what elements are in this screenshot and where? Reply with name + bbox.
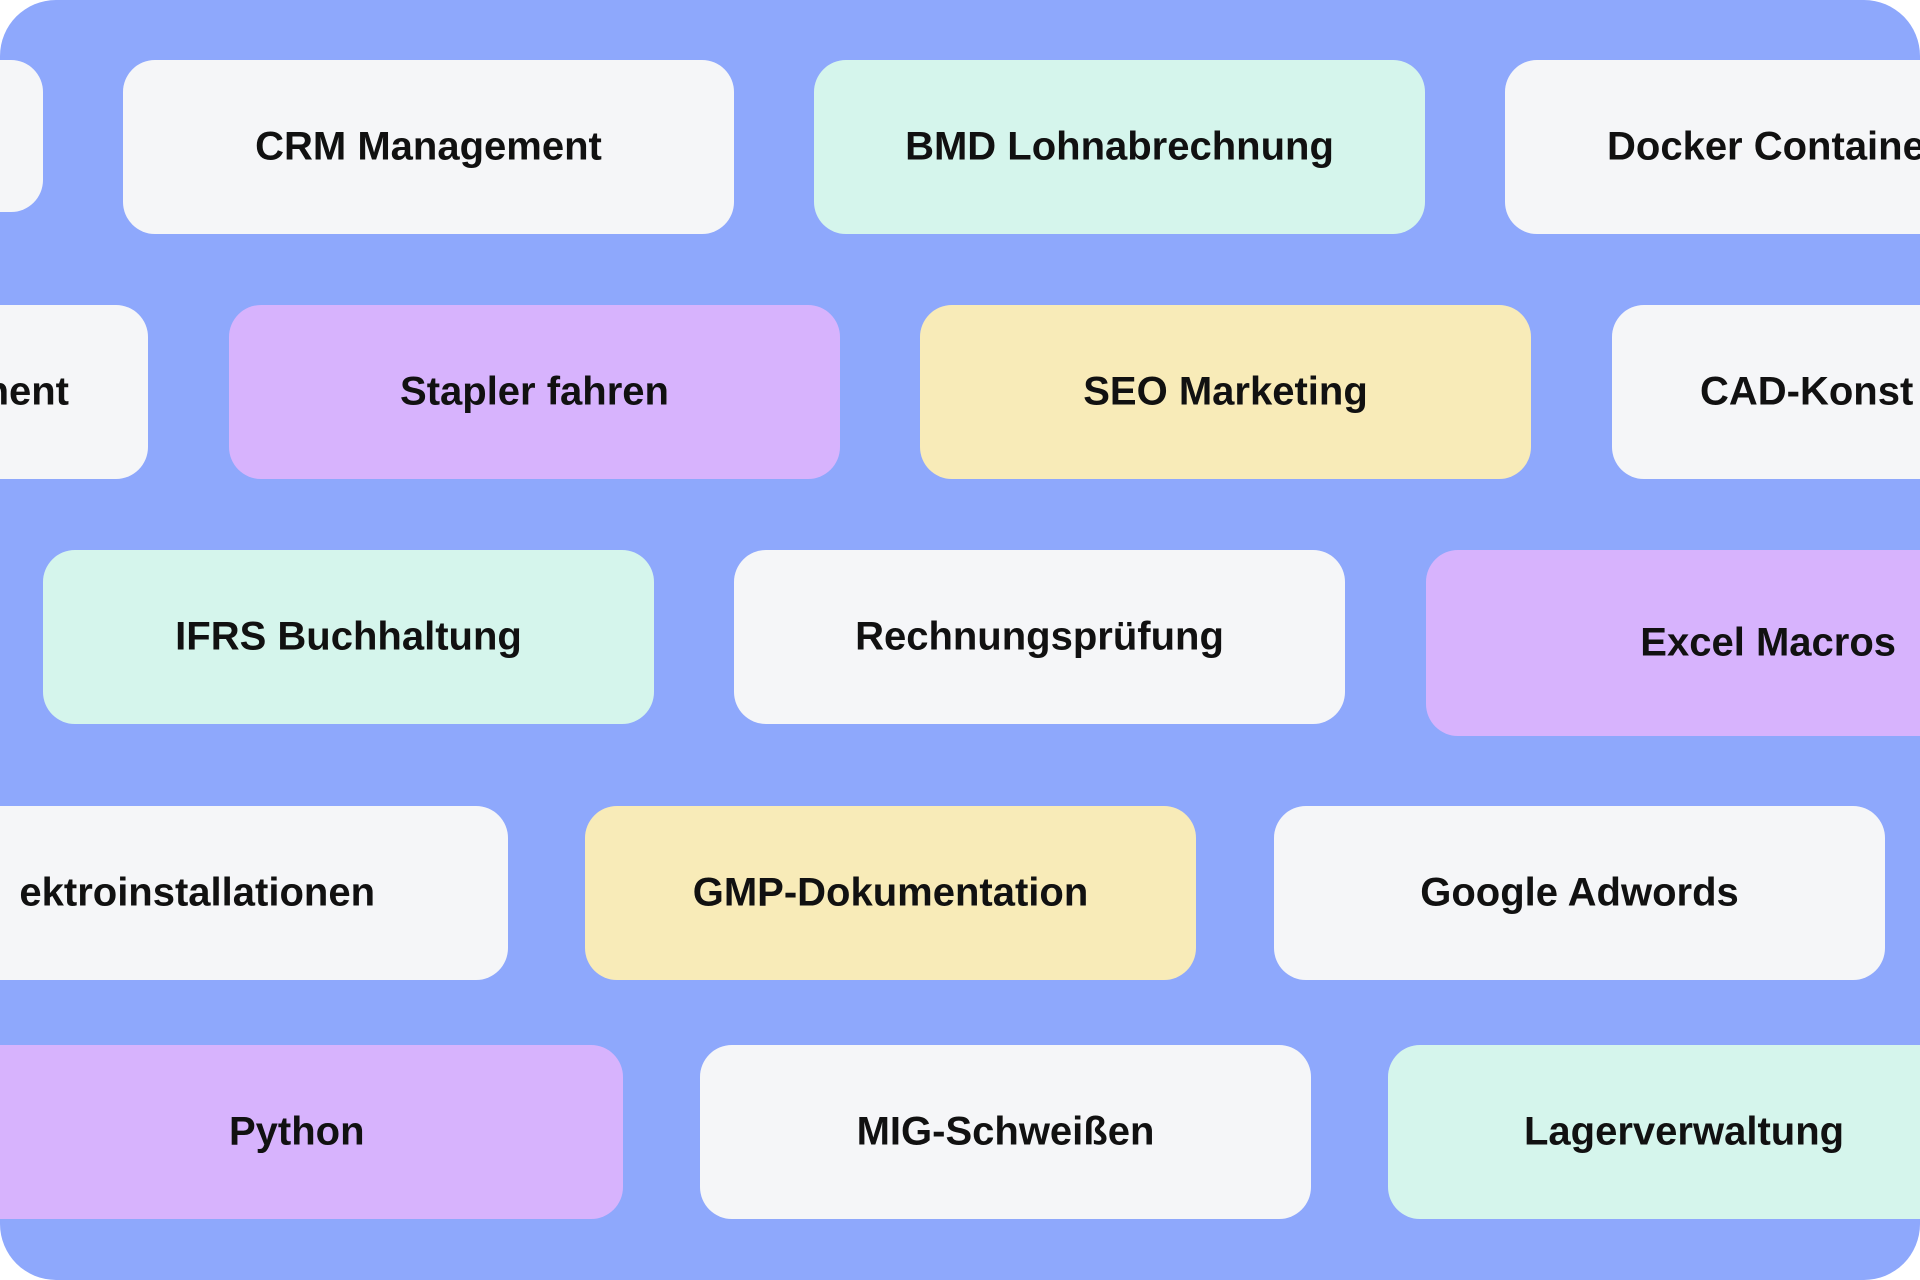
skill-tag-cad-konstruktion[interactable]: CAD-Konst <box>1612 305 1920 479</box>
skill-tag-mig-schweissen[interactable]: MIG-Schweißen <box>700 1045 1311 1219</box>
skill-tag-gmp-dokumentation[interactable]: GMP-Dokumentation <box>585 806 1196 980</box>
skill-tag-label: BMD Lohnabrechnung <box>905 124 1334 169</box>
skill-tag-label: Lagerverwaltung <box>1524 1109 1845 1154</box>
skill-tag-elektroinstallationen[interactable]: ektroinstallationen <box>0 806 508 980</box>
skill-tag-label: Rechnungsprüfung <box>855 614 1224 659</box>
skill-tag-excel-macros[interactable]: Excel Macros <box>1426 550 1920 736</box>
skill-tag-bmd-lohnabrechnung[interactable]: BMD Lohnabrechnung <box>814 60 1425 234</box>
skill-tag-label: SEO Marketing <box>1083 369 1368 414</box>
skill-tag-label: Stapler fahren <box>400 369 669 414</box>
skill-tag-python[interactable]: Python <box>0 1045 623 1219</box>
skill-tag-label: GMP-Dokumentation <box>692 870 1089 915</box>
skill-tag-label: CRM Management <box>255 124 602 169</box>
skill-tag-label: Docker Containe <box>1607 124 1920 169</box>
skill-tag-lagerverwaltung[interactable]: Lagerverwaltung <box>1388 1045 1920 1219</box>
skill-tag-partial[interactable] <box>0 60 43 212</box>
skill-tag-docker-container[interactable]: Docker Containe <box>1505 60 1920 234</box>
skill-tag-label: IFRS Buchhaltung <box>175 614 522 659</box>
skill-tag-label: Python <box>229 1109 365 1154</box>
skill-tag-stapler-fahren[interactable]: Stapler fahren <box>229 305 840 479</box>
skill-tag-label: Google Adwords <box>1420 870 1739 915</box>
skill-tag-label: ektroinstallationen <box>19 870 375 915</box>
skill-tag-crm-management[interactable]: CRM Management <box>123 60 734 234</box>
skill-tag-label: CAD-Konst <box>1700 369 1914 414</box>
skill-tag-rechnungspruefung[interactable]: Rechnungsprüfung <box>734 550 1345 724</box>
skill-tag-management-partial[interactable]: nent <box>0 305 148 479</box>
skill-tag-label: Excel Macros <box>1640 620 1896 665</box>
skill-tag-ifrs-buchhaltung[interactable]: IFRS Buchhaltung <box>43 550 654 724</box>
skill-tag-label: nent <box>0 369 69 414</box>
skill-tag-label: MIG-Schweißen <box>856 1109 1155 1154</box>
skill-tag-google-adwords[interactable]: Google Adwords <box>1274 806 1885 980</box>
skill-tag-seo-marketing[interactable]: SEO Marketing <box>920 305 1531 479</box>
